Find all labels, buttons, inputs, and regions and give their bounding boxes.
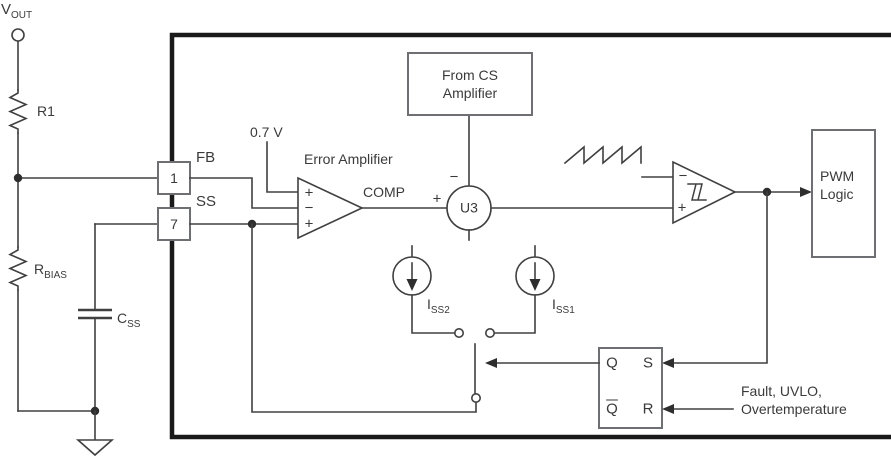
cs-amplifier-text: From CS Amplifier	[442, 67, 498, 101]
latch-q-label: Q	[606, 354, 618, 372]
erramp-plus-bot: +	[304, 215, 314, 233]
fault-reset-label: Fault, UVLO, Overtemperature	[741, 383, 847, 417]
erramp-minus-mid: −	[304, 199, 314, 217]
iss1-label: ISS1	[552, 296, 575, 316]
comp-net-label: COMP	[363, 184, 405, 200]
junction-divider	[13, 173, 23, 183]
r1-resistor	[8, 89, 28, 134]
erramp-plus-top: +	[304, 184, 314, 202]
comparator-minus-sign: −	[678, 167, 688, 185]
u3-label: U3	[460, 199, 478, 216]
iss2-label: ISS2	[427, 296, 450, 316]
error-amplifier-title: Error Amplifier	[304, 151, 393, 167]
latch-qbar-label: Q	[606, 400, 618, 418]
latch-r-label: R	[642, 400, 654, 418]
pin-fb-label: FB	[196, 149, 216, 166]
pin-ss-label: SS	[196, 193, 217, 210]
wire-ss-to-switch	[251, 223, 477, 413]
sr-latch-box	[598, 347, 663, 429]
rbias-resistor	[8, 246, 28, 291]
error-amplifier-triangle	[297, 176, 364, 240]
comparator-plus-sign: +	[677, 199, 687, 217]
r1-label: R1	[37, 103, 55, 119]
cs-amplifier-box	[407, 52, 533, 116]
ground-symbol	[75, 410, 115, 457]
arrow-into-r	[662, 404, 674, 414]
arrow-into-s	[662, 358, 674, 368]
vout-label: VOUT	[1, 1, 33, 22]
u3-plus-sign: +	[432, 190, 442, 208]
pwm-logic-box	[811, 129, 876, 258]
css-capacitor-branch	[78, 223, 159, 412]
arrow-into-pwm	[800, 187, 812, 197]
pin-1-box	[157, 161, 191, 195]
css-label: CSS	[117, 310, 141, 330]
vout-terminal	[11, 28, 25, 91]
latch-s-label: S	[642, 354, 654, 372]
iss2-current-source	[392, 245, 464, 338]
pin-7-number: 7	[170, 216, 178, 232]
pwm-comparator-triangle	[672, 160, 737, 225]
soft-start-switch	[470, 343, 481, 403]
rbias-label: RBIAS	[34, 261, 67, 281]
pin-1-number: 1	[170, 170, 178, 186]
wire-to-latch-s	[673, 191, 768, 364]
wire-fb-to-erramp	[189, 177, 299, 209]
pwm-logic-text: PWM Logic	[820, 168, 855, 202]
sawtooth-waveform	[563, 145, 642, 165]
wire-ref-to-erramp	[266, 141, 299, 193]
hysteresis-icon	[687, 183, 707, 201]
ref-voltage-label: 0.7 V	[250, 124, 283, 140]
iss1-current-source	[484, 245, 555, 338]
arrow-q-to-switch	[485, 358, 497, 368]
u3-minus-sign: −	[449, 168, 459, 186]
